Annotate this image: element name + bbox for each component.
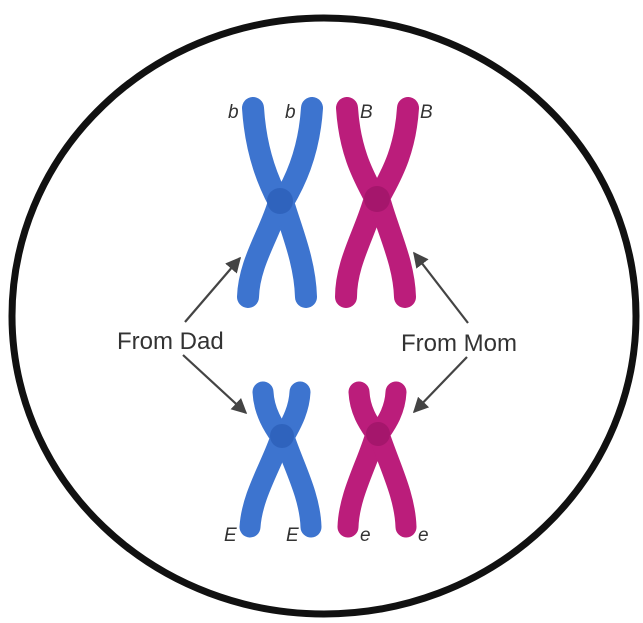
arrow-mom-to-large [414, 253, 468, 323]
arrow-mom-to-small [414, 357, 467, 412]
dad-large-centromere [267, 188, 293, 214]
arrow-dad-to-small [183, 355, 246, 413]
label-from-mom: From Mom [401, 330, 517, 357]
label-from-dad: From Dad [117, 328, 224, 355]
dad-large-chromosome [248, 108, 312, 297]
allele-mom-large-left: B [360, 102, 373, 123]
mom-large-chromosome [346, 108, 408, 297]
arrow-dad-to-large [185, 258, 240, 322]
mom-small-chromosome [348, 392, 406, 527]
dad-small-chromatid-left [250, 392, 281, 527]
cell-outline [12, 18, 636, 614]
allele-mom-large-right: B [420, 102, 433, 123]
mom-small-centromere [366, 422, 390, 446]
mom-small-chromatid-left [348, 392, 376, 527]
allele-dad-large-left: b [228, 102, 239, 123]
allele-dad-small-left: E [224, 525, 237, 546]
allele-mom-small-left: e [360, 525, 371, 546]
dad-small-chromosome [250, 392, 311, 527]
dad-small-chromatid-right [284, 392, 311, 527]
allele-dad-large-right: b [285, 102, 296, 123]
allele-dad-small-right: E [286, 525, 299, 546]
mom-large-centromere [364, 186, 390, 212]
allele-mom-small-right: e [418, 525, 429, 546]
mom-small-chromatid-right [379, 392, 406, 527]
dad-small-centromere [270, 424, 294, 448]
